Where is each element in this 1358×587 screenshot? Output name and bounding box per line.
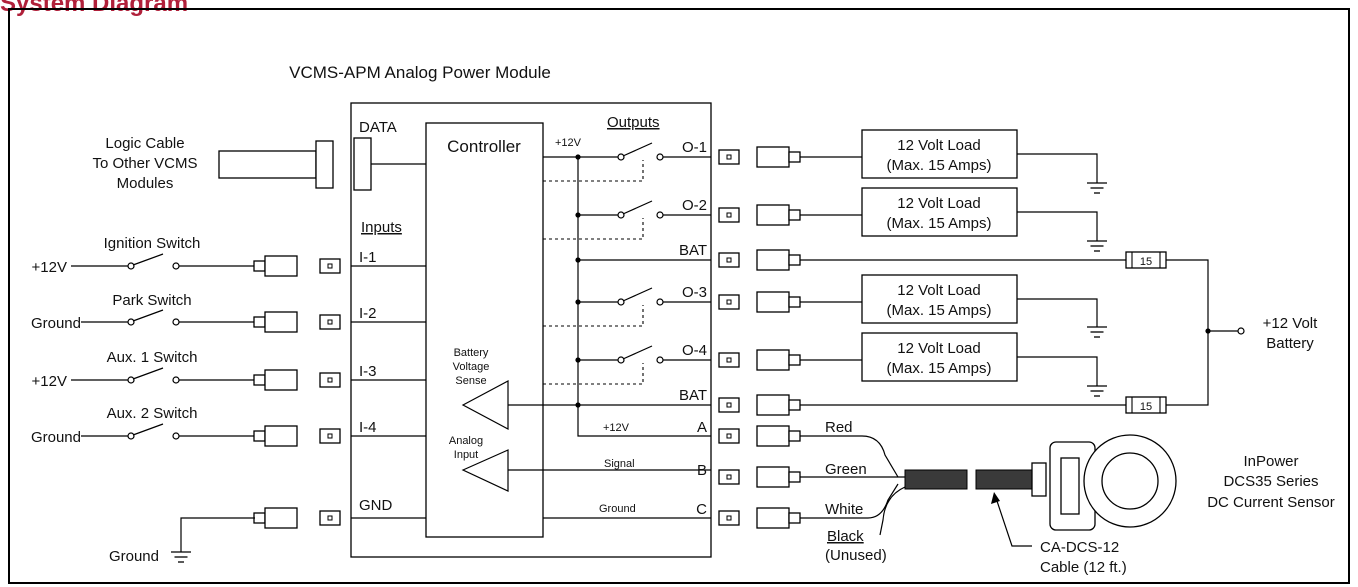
pin-o4: O-4	[682, 342, 707, 359]
svg-text:12 Volt Load: 12 Volt Load	[897, 340, 980, 357]
pin-bat-2: BAT	[679, 387, 707, 404]
svg-text:Ground: Ground	[31, 315, 81, 332]
load-1: 12 Volt Load (Max. 15 Amps)	[800, 129, 1108, 194]
module-title: VCMS-APM Analog Power Module	[289, 63, 551, 82]
wire-unused: (Unused)	[825, 547, 887, 564]
svg-text:(Max. 15 Amps): (Max. 15 Amps)	[886, 360, 991, 377]
svg-text:Aux. 1 Switch: Aux. 1 Switch	[107, 349, 198, 366]
diagram-frame	[8, 8, 1350, 584]
pin-a: A	[697, 419, 707, 436]
ground-label: Ground	[109, 548, 159, 565]
svg-text:Ignition Switch: Ignition Switch	[104, 235, 201, 252]
svg-text:12 Volt Load: 12 Volt Load	[897, 282, 980, 299]
output-switches	[617, 142, 711, 364]
c-line-label: Ground	[599, 503, 636, 515]
wire-white: White	[825, 501, 863, 518]
battery-label-1: +12 Volt	[1263, 315, 1318, 332]
svg-text:12 Volt Load: 12 Volt Load	[897, 195, 980, 212]
svg-text:I-1: I-1	[359, 249, 377, 266]
pin-bat-1: BAT	[679, 242, 707, 259]
svg-text:Cable (12 ft.): Cable (12 ft.)	[1040, 559, 1127, 576]
pin-c: C	[696, 501, 707, 518]
fuse-2-label: 15	[1140, 401, 1152, 413]
svg-text:Sense: Sense	[455, 375, 486, 387]
svg-text:Park Switch: Park Switch	[112, 292, 191, 309]
battery-wiring: 15 15 +12 Volt Battery	[800, 251, 1318, 414]
inputs-label: Inputs	[361, 219, 402, 236]
sensor-label-2: DCS35 Series	[1223, 473, 1318, 490]
sensor-wiring	[800, 435, 906, 536]
svg-text:+12V: +12V	[32, 373, 67, 390]
analog-input: Analog Input	[449, 435, 711, 492]
cable-callout: CA-DCS-12 Cable (12 ft.)	[991, 492, 1127, 576]
ground-input: Ground	[109, 507, 426, 565]
load-4: 12 Volt Load (Max. 15 Amps)	[800, 332, 1108, 397]
svg-text:I-4: I-4	[359, 419, 377, 436]
outputs-label: Outputs	[607, 114, 660, 131]
input-park: Park Switch Ground I-2	[31, 292, 426, 333]
sensor-label-1: InPower	[1243, 453, 1298, 470]
gnd-label: GND	[359, 497, 393, 514]
svg-text:Modules: Modules	[117, 175, 174, 192]
fuse-1-label: 15	[1140, 256, 1152, 268]
wire-red: Red	[825, 419, 853, 436]
cable-section-right	[975, 469, 1033, 490]
current-sensor	[1049, 434, 1177, 531]
svg-text:I-3: I-3	[359, 363, 377, 380]
logic-cable: Logic Cable To Other VCMS Modules	[92, 135, 334, 192]
pin-o1: O-1	[682, 139, 707, 156]
svg-text:Aux. 2 Switch: Aux. 2 Switch	[107, 405, 198, 422]
svg-text:I-2: I-2	[359, 305, 377, 322]
pin-o3: O-3	[682, 284, 707, 301]
svg-text:Analog: Analog	[449, 435, 483, 447]
wire-green: Green	[825, 461, 867, 478]
svg-text:Input: Input	[454, 449, 478, 461]
svg-text:Voltage: Voltage	[453, 361, 490, 373]
data-label: DATA	[359, 119, 397, 136]
svg-text:(Max. 15 Amps): (Max. 15 Amps)	[886, 302, 991, 319]
input-aux2: Aux. 2 Switch Ground I-4	[31, 405, 426, 447]
wire-black: Black	[827, 528, 864, 545]
input-aux1: Aux. 1 Switch +12V I-3	[32, 349, 426, 391]
svg-text:To Other VCMS: To Other VCMS	[92, 155, 197, 172]
sensor-label-3: DC Current Sensor	[1207, 494, 1335, 511]
data-connector	[353, 137, 372, 191]
input-ignition: Ignition Switch +12V I-1	[32, 235, 426, 277]
svg-text:Ground: Ground	[31, 429, 81, 446]
svg-text:CA-DCS-12: CA-DCS-12	[1040, 539, 1119, 556]
load-3: 12 Volt Load (Max. 15 Amps)	[800, 274, 1108, 338]
cable-section-left	[904, 469, 968, 490]
svg-text:+12V: +12V	[32, 259, 67, 276]
svg-text:(Max. 15 Amps): (Max. 15 Amps)	[886, 157, 991, 174]
svg-text:Battery: Battery	[454, 347, 489, 359]
a-line-label: +12V	[603, 422, 630, 434]
battery-sense: Battery Voltage Sense	[453, 347, 711, 430]
b-line-label: Signal	[604, 458, 635, 470]
svg-text:(Max. 15 Amps): (Max. 15 Amps)	[886, 215, 991, 232]
battery-label-2: Battery	[1266, 335, 1314, 352]
pin-b: B	[697, 462, 707, 479]
controller-label: Controller	[447, 137, 521, 156]
output-connectors	[718, 146, 801, 529]
svg-text:12 Volt Load: 12 Volt Load	[897, 137, 980, 154]
plus12-label: +12V	[555, 137, 582, 149]
pin-o2: O-2	[682, 197, 707, 214]
load-2: 12 Volt Load (Max. 15 Amps)	[800, 187, 1108, 252]
svg-text:Logic Cable: Logic Cable	[105, 135, 184, 152]
